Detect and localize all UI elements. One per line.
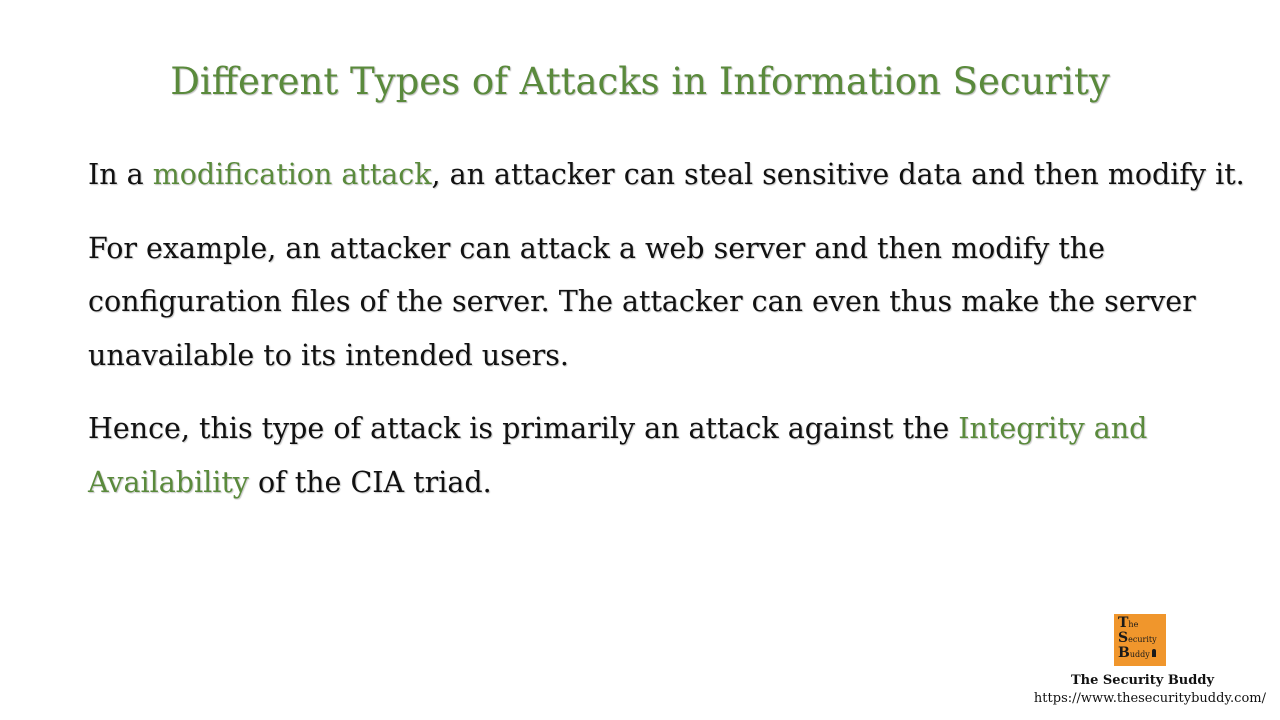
paragraph-example: For example, an attacker can attack a we…	[88, 222, 1248, 383]
paragraph-1-lead: In a	[88, 158, 153, 191]
brand-name: The Security Buddy	[1071, 673, 1214, 688]
logo-letter-t: T	[1118, 615, 1129, 631]
paragraph-1-rest: , an attacker can steal sensitive data a…	[431, 158, 1245, 191]
logo-letter-b: B	[1118, 645, 1130, 661]
paragraph-2-text: For example, an attacker can attack a we…	[88, 231, 1196, 372]
brand-url: https://www.thesecuritybuddy.com/	[1033, 691, 1266, 706]
logo-word-he: he	[1128, 620, 1139, 629]
term-integrity-availability: Integrity and Availability	[88, 412, 1148, 499]
logo-word-ecurity: ecurity	[1128, 635, 1157, 644]
slide-body: In a modification attack, an attacker ca…	[88, 148, 1248, 529]
paragraph-modification-attack: In a modification attack, an attacker ca…	[88, 148, 1248, 202]
logo-word-uddy: uddy	[1129, 650, 1150, 659]
term-modification-attack: modification attack	[152, 158, 432, 191]
logo-letter-s: S	[1118, 630, 1129, 646]
slide-title: Different Types of Attacks in Informatio…	[170, 60, 1110, 103]
paragraph-conclusion: Hence, this type of attack is primarily …	[88, 402, 1248, 509]
paragraph-3-lead: Hence, this type of attack is primarily …	[88, 412, 959, 445]
paragraph-3-rest: of the CIA triad.	[248, 465, 492, 499]
person-icon	[1151, 649, 1156, 657]
